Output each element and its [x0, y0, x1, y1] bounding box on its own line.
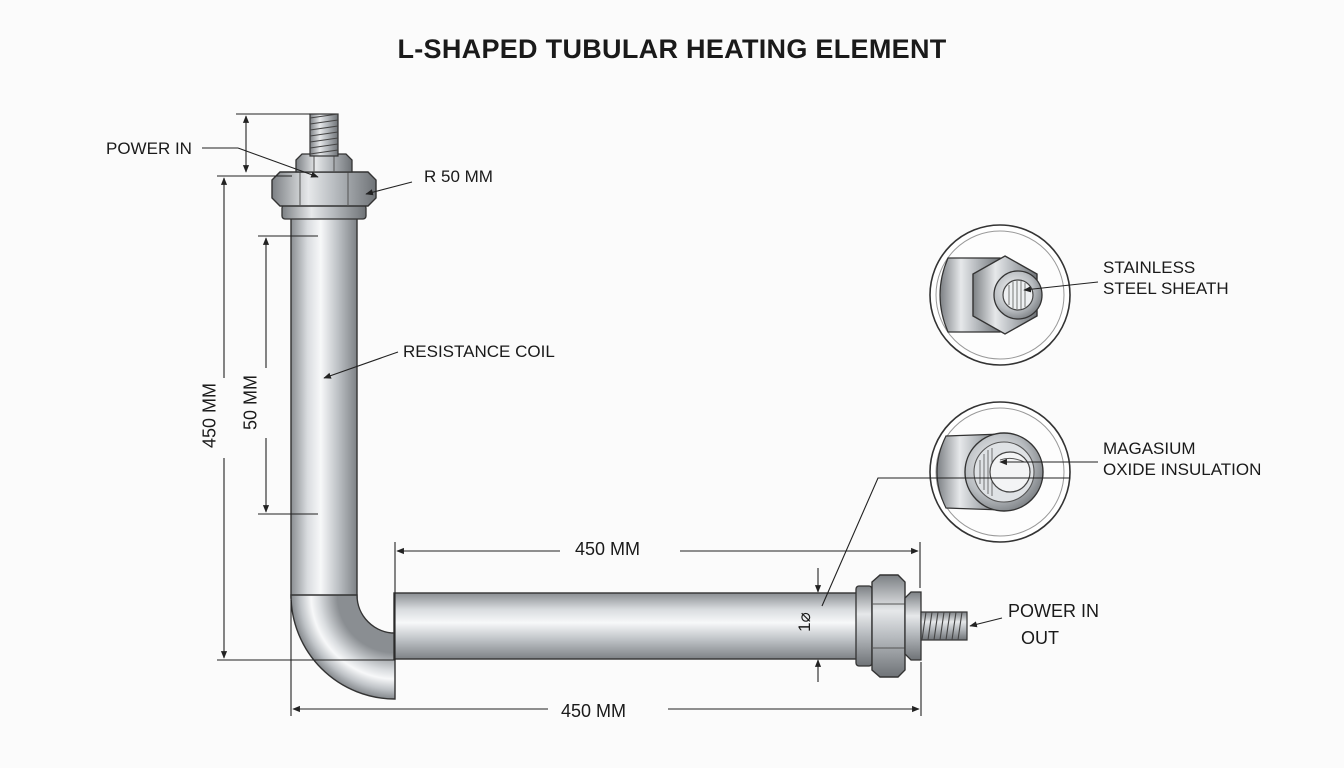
label-power-out-line2: OUT — [1021, 628, 1059, 648]
dim-inner-height-label: 50 MM — [240, 375, 261, 431]
leader-resistance-coil — [323, 351, 399, 379]
diagram-title: L-SHAPED TUBULAR HEATING ELEMENT — [397, 34, 947, 64]
leader-power-out — [969, 617, 1003, 628]
dim-overall-height-label: 450 MM — [199, 382, 220, 449]
tube-horizontal-leg — [393, 592, 859, 660]
dimension-stud-height — [236, 113, 310, 173]
right-terminal — [855, 574, 968, 678]
label-sheath-line2: STEEL SHEATH — [1103, 279, 1229, 298]
label-radius: R 50 MM — [424, 167, 493, 186]
label-insulation-line2: OXIDE INSULATION — [1103, 460, 1262, 479]
label-sheath-line1: STAINLESS — [1103, 258, 1196, 277]
leader-insulation — [821, 458, 1098, 607]
dim-tube-diameter-label: 1⌀ — [795, 612, 814, 632]
leader-power-in — [202, 147, 319, 178]
leader-sheath — [1023, 281, 1099, 293]
dimension-overall-width — [290, 600, 922, 716]
label-insulation-line1: MAGASIUM — [1103, 439, 1196, 458]
leader-radius — [365, 181, 413, 196]
tube-bend — [290, 594, 396, 700]
dim-horizontal-leg-label: 450 MM — [575, 539, 641, 559]
dimension-inner-height — [258, 235, 318, 515]
label-power-in: POWER IN — [106, 139, 192, 158]
dimension-horizontal-leg — [394, 542, 921, 660]
tube-vertical-leg — [290, 217, 358, 599]
label-power-out-line1: POWER IN — [1008, 601, 1100, 621]
label-resistance-coil: RESISTANCE COIL — [403, 342, 555, 361]
sheath-detail-circle — [929, 224, 1071, 366]
insulation-detail-circle — [929, 401, 1071, 543]
dimension-overall-height — [217, 175, 395, 661]
top-terminal — [271, 113, 377, 220]
dim-overall-width-label: 450 MM — [561, 701, 627, 721]
